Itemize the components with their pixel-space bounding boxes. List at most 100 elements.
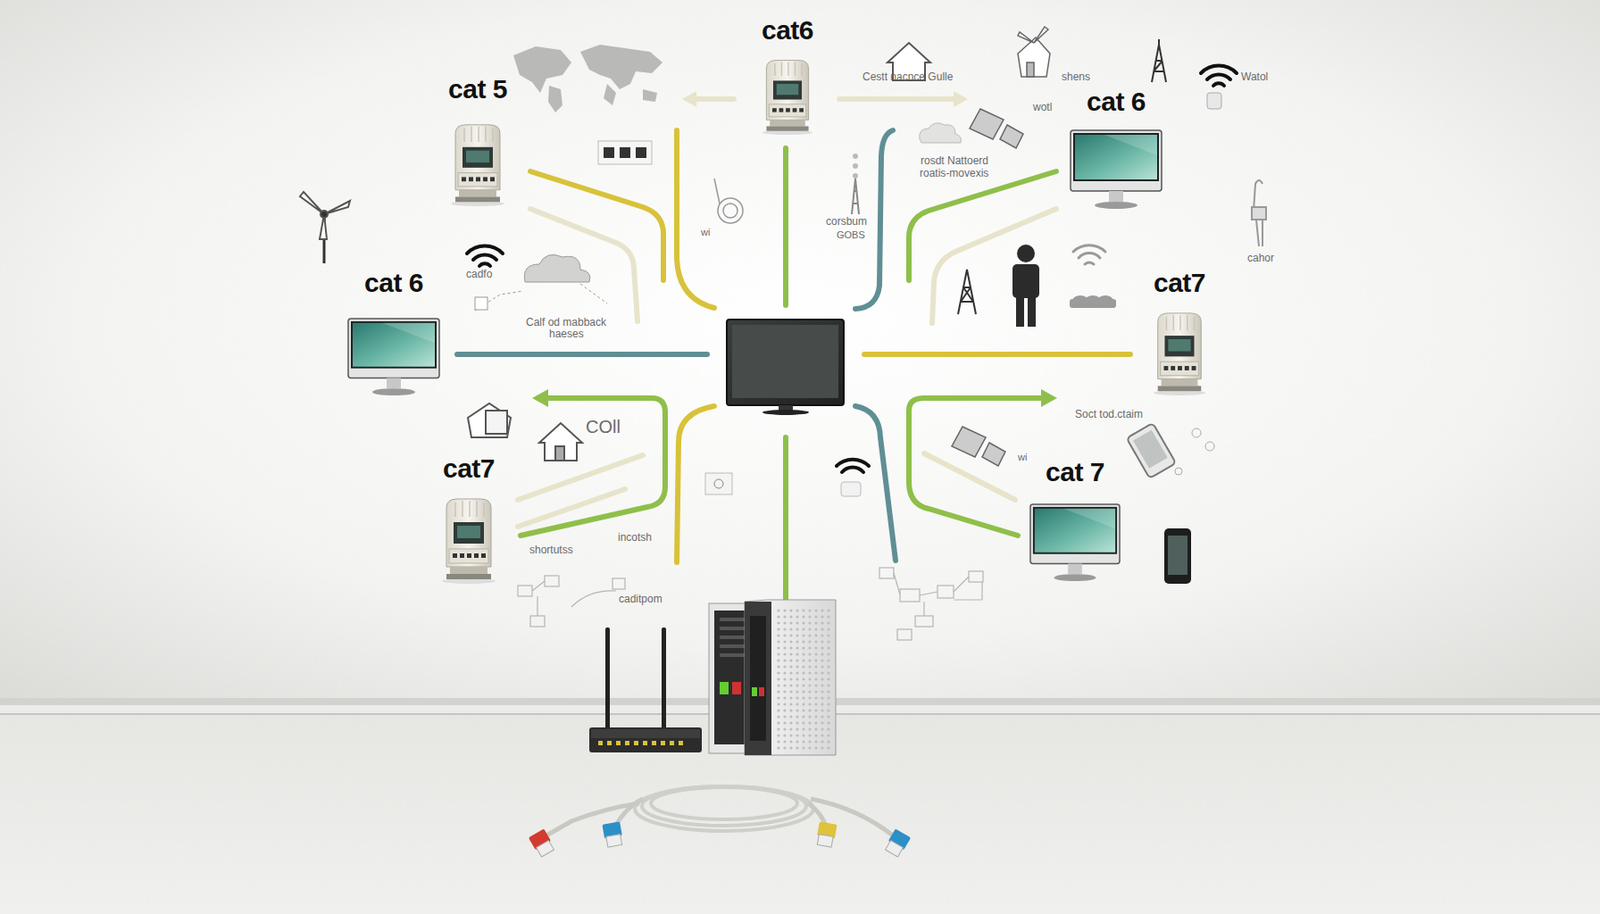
rect-part: [466, 553, 472, 559]
circle-part: [801, 627, 805, 631]
path-part: [539, 423, 583, 461]
circle-part: [789, 746, 792, 750]
path-part: [455, 125, 500, 191]
circle-part: [776, 665, 780, 668]
circle-part: [783, 608, 786, 612]
rect-part: [1073, 133, 1159, 182]
circle-part: [795, 671, 799, 675]
rect-part: [625, 741, 630, 746]
circle-part: [814, 671, 817, 675]
circle-part: [789, 690, 792, 693]
circle-part: [783, 627, 786, 631]
circle-part: [826, 652, 830, 656]
path-part: [1000, 125, 1024, 149]
circle-part: [820, 621, 824, 625]
circle-part: [1016, 244, 1035, 263]
rect-part: [1070, 130, 1162, 192]
monitor-icon: [346, 316, 442, 398]
circle-part: [776, 677, 780, 681]
circle-part: [776, 683, 780, 687]
path-part: [524, 254, 591, 283]
circle-part: [826, 696, 830, 700]
circle-part: [795, 740, 799, 743]
path-part: [1078, 253, 1100, 259]
caption-text: wi: [700, 226, 710, 239]
rect-part: [458, 190, 497, 198]
circle-part: [826, 733, 830, 737]
circle-part: [814, 683, 817, 687]
circle-part: [826, 621, 830, 625]
person-icon: [1012, 244, 1040, 327]
circle-part: [814, 608, 817, 612]
circle-part: [776, 627, 780, 631]
path-part: [603, 83, 617, 106]
circle-part: [801, 621, 805, 625]
path-part: [694, 96, 734, 102]
rect-part: [1030, 504, 1120, 565]
rect-part: [651, 741, 657, 746]
path-part: [382, 323, 435, 344]
circle-part: [783, 646, 786, 650]
rect-part: [719, 626, 745, 631]
device-icon: [758, 57, 817, 136]
path-part: [953, 91, 968, 108]
arrowheads: [532, 91, 1058, 408]
circle-part: [723, 203, 738, 218]
rect-part: [1158, 385, 1202, 392]
path-part: [1166, 315, 1194, 331]
path-part: [580, 44, 663, 90]
cable-category: cat 5: [448, 73, 508, 106]
circle-part: [826, 740, 830, 743]
rect-part: [1012, 264, 1040, 299]
circle-part: [776, 646, 780, 650]
circle-part: [783, 677, 786, 681]
rect-part: [1026, 62, 1034, 77]
g-part: [601, 821, 624, 848]
thermostat: [705, 473, 733, 495]
path-part: [855, 406, 896, 561]
router-small: [1069, 295, 1117, 309]
circle-part: [789, 608, 792, 612]
path-part: [775, 61, 802, 76]
rect-part: [1067, 563, 1083, 575]
circle-part: [789, 683, 792, 687]
rect-part: [1034, 508, 1116, 553]
rect-part: [669, 741, 675, 746]
rect-part: [603, 147, 615, 159]
rect-part: [1167, 339, 1191, 352]
circle-part: [776, 740, 780, 743]
circle-part: [820, 696, 824, 700]
path-part: [783, 148, 789, 306]
rect-part: [446, 574, 492, 580]
path-part: [479, 263, 491, 267]
circle-part: [814, 621, 817, 625]
path-part: [1207, 74, 1231, 80]
path-part: [642, 89, 658, 102]
circle-part: [808, 721, 811, 725]
circle-part: [789, 640, 792, 643]
circle-part: [808, 677, 811, 681]
rect-part: [536, 841, 555, 858]
caption-text: haeses: [549, 328, 584, 342]
circle-part: [789, 708, 792, 712]
circle-part: [789, 621, 792, 625]
caption-text: corsbum: [825, 216, 867, 229]
device-icon: [437, 495, 500, 585]
rect-part: [352, 323, 435, 367]
path-part: [908, 171, 1057, 281]
path-part: [532, 581, 617, 617]
rect-part: [462, 147, 493, 168]
rect-part: [490, 176, 495, 182]
circle-part: [826, 746, 830, 750]
circle-part: [789, 633, 792, 637]
rect-part: [453, 522, 484, 544]
path-part: [513, 46, 572, 93]
circle-part: [795, 702, 799, 706]
central-monitor: [726, 319, 844, 416]
circle-part: [814, 746, 817, 750]
circle-part: [776, 715, 780, 718]
g-part: [1175, 428, 1215, 475]
circle-part: [814, 646, 817, 650]
circle-part: [776, 633, 780, 637]
